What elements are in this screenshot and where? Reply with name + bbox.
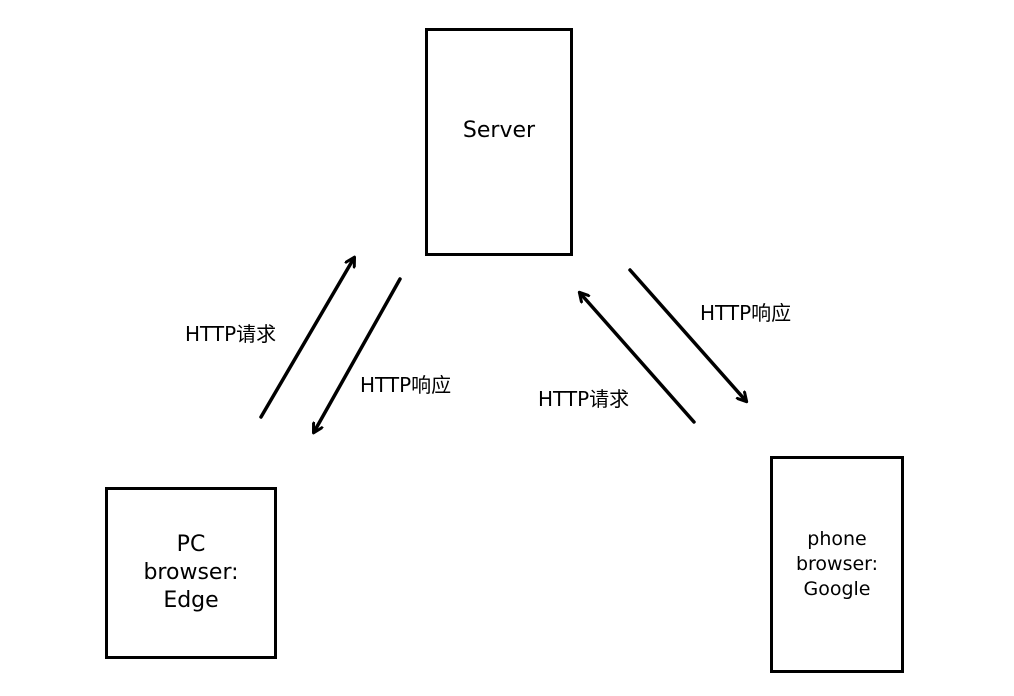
phone-browser-label-line-2: browser: [795,553,879,576]
edge-label-pc-request: HTTP请求 [185,322,277,346]
edge-label-pc-response: HTTP响应 [360,373,452,397]
edge-label-phone-request: HTTP请求 [538,387,630,411]
server-label: Server [462,118,536,143]
server-node: Server [425,28,573,256]
arrow-phone-to-server [580,293,696,424]
pc-browser-node: PC browser: Edge [105,487,277,659]
pc-browser-label-line-1: PC [176,531,206,557]
arrow-server-to-pc [314,277,402,432]
phone-browser-label-line-1: phone [807,528,867,551]
pc-browser-label-line-3: Edge [163,588,219,614]
phone-browser-node: phone browser: Google [770,456,904,673]
arrow-server-to-phone [628,268,746,401]
arrow-pc-to-server [259,258,354,419]
phone-browser-label-line-3: Google [803,577,871,600]
pc-browser-label-line-2: browser: [143,559,239,585]
edge-label-phone-response: HTTP响应 [700,301,792,325]
